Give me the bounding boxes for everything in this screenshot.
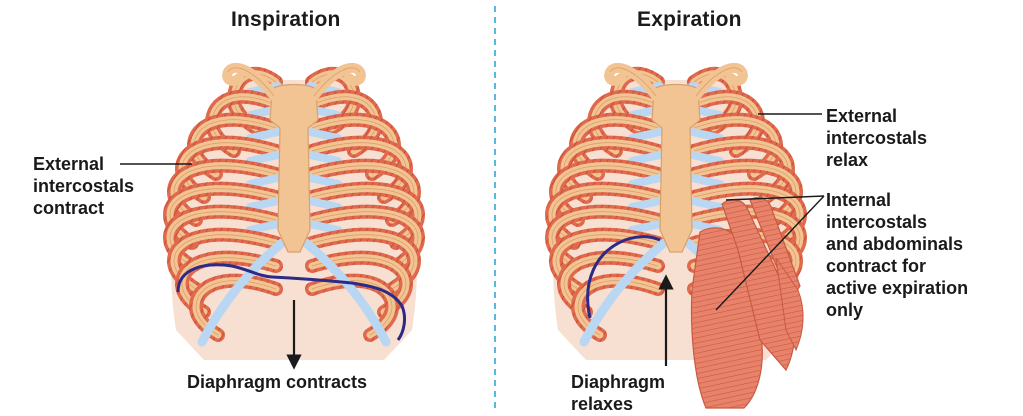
label-line: Diaphragm <box>571 371 665 393</box>
label-line: and abdominals <box>826 233 968 255</box>
label-line: intercostals <box>826 211 968 233</box>
label-line: External <box>33 153 134 175</box>
label-diaphragm-contracts: Diaphragm contracts <box>187 371 367 393</box>
label-line: External <box>826 105 927 127</box>
label-line: relax <box>826 149 927 171</box>
label-line: relaxes <box>571 393 665 415</box>
label-external-intercostals-contract: External intercostals contract <box>33 153 134 219</box>
label-line: intercostals <box>33 175 134 197</box>
label-line: Internal <box>826 189 968 211</box>
label-line: contract for <box>826 255 968 277</box>
inspiration-title: Inspiration <box>231 8 341 32</box>
label-line: contract <box>33 197 134 219</box>
label-external-intercostals-relax: External intercostals relax <box>826 105 927 171</box>
label-internal-intercostals-abdominals: Internal intercostals and abdominals con… <box>826 189 968 321</box>
label-line: intercostals <box>826 127 927 149</box>
label-diaphragm-relaxes: Diaphragm relaxes <box>571 371 665 415</box>
label-line: active expiration <box>826 277 968 299</box>
label-line: only <box>826 299 968 321</box>
expiration-title: Expiration <box>637 8 742 32</box>
